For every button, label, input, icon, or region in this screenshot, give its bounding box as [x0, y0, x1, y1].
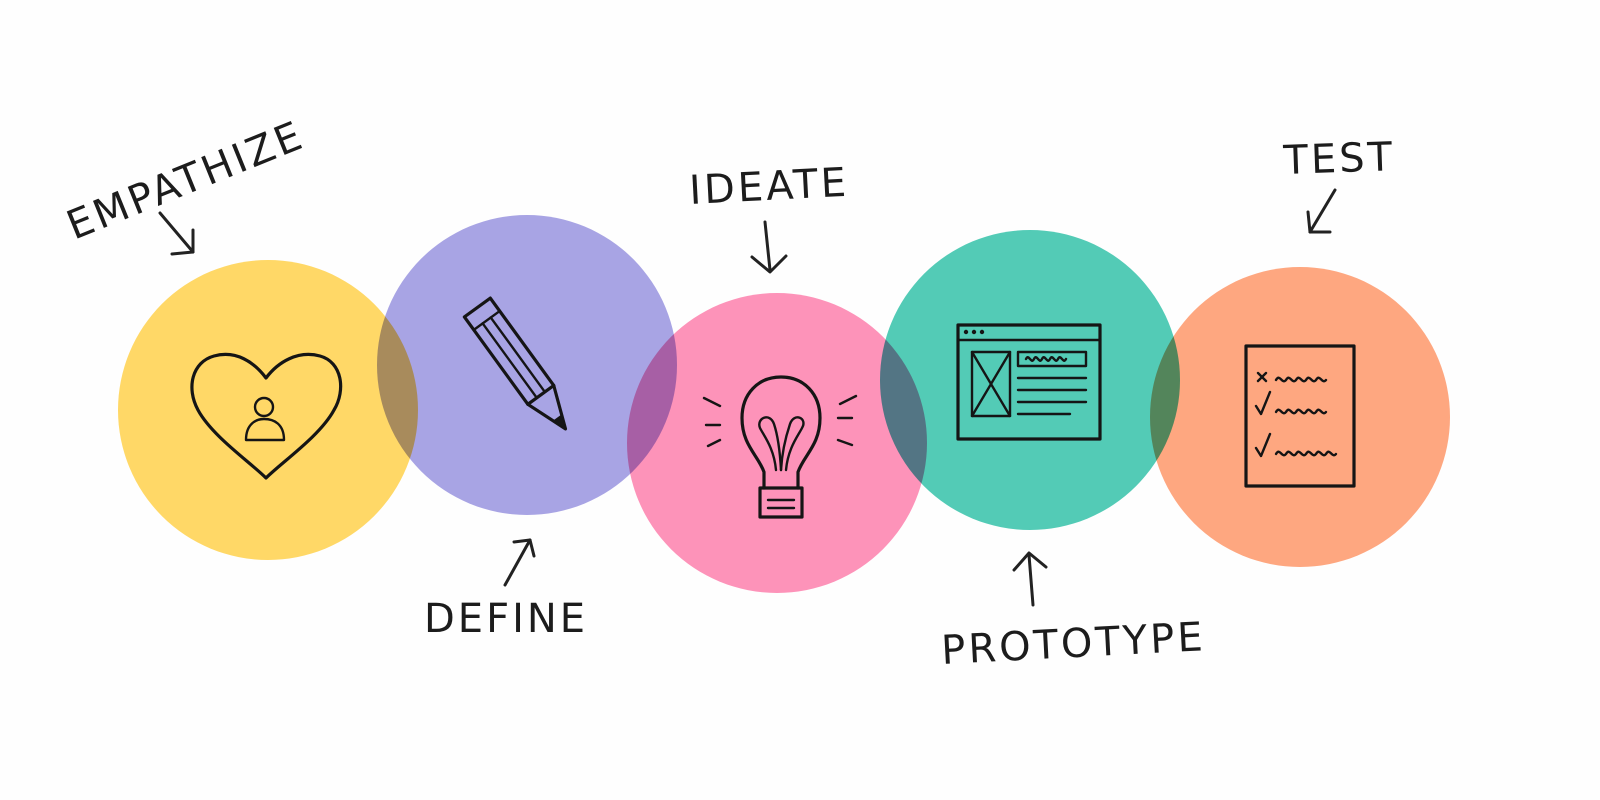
test-label: TEST	[1282, 134, 1396, 184]
test-arrow	[1306, 188, 1337, 234]
empathize-arrow	[158, 211, 195, 256]
prototype-circle	[880, 230, 1180, 530]
heart-person-icon	[190, 352, 343, 480]
ideate-arrow	[750, 220, 788, 274]
empathize-label: EMPATHIZE	[61, 112, 312, 249]
ideate-circle	[627, 293, 927, 593]
define-arrow	[503, 538, 536, 587]
test-circle	[1150, 267, 1450, 567]
define-label: DEFINE	[424, 596, 588, 642]
lightbulb-icon	[702, 375, 858, 519]
prototype-arrow	[1012, 551, 1048, 607]
ideate-label: IDEATE	[688, 160, 850, 214]
pencil-icon	[462, 296, 568, 431]
empathize-circle	[118, 260, 418, 560]
prototype-label: PROTOTYPE	[940, 614, 1207, 674]
stage-circles	[118, 215, 1450, 593]
define-circle	[377, 215, 677, 515]
browser-wireframe-icon	[956, 323, 1102, 441]
checklist-icon	[1244, 344, 1356, 488]
